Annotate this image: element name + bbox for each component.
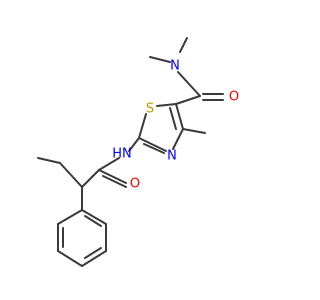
- bond-ch2-ch3: [37, 157, 61, 164]
- bond-n-carbonyl: [177, 71, 201, 97]
- bond-c4-methyl: [182, 128, 206, 134]
- phenyl-bond-4: [57, 250, 83, 267]
- bond-ch-ch2: [59, 162, 83, 188]
- atom-n-dimethyl: N: [170, 59, 180, 74]
- bond-carbonyl-o-left-2: [102, 175, 127, 188]
- bond-c5-s: [156, 103, 177, 107]
- atom-s-ring: S: [146, 102, 154, 117]
- atom-nh-linker: HN: [112, 147, 132, 162]
- phenyl-bond-6: [57, 209, 83, 225]
- bonds: [37, 37, 224, 267]
- atom-o-right: O: [229, 90, 239, 105]
- bond-n-c4: [172, 128, 184, 150]
- atom-n-ring: N: [167, 149, 177, 164]
- bond-nh-carbonyl: [98, 157, 120, 171]
- bond-carbonyl-c5: [175, 95, 201, 105]
- bond-c5-c4-double: [169, 107, 177, 130]
- bond-c2-n: [138, 137, 167, 152]
- bond-methyl1-n: [149, 56, 171, 63]
- phenyl-double-2: [84, 247, 102, 259]
- bond-c2-nh: [128, 137, 140, 152]
- bond-c2-n-double: [143, 143, 165, 154]
- phenyl-bond-1: [81, 209, 107, 225]
- atom-labels: N O S N HN O: [112, 59, 239, 192]
- atom-o-left: O: [130, 177, 140, 192]
- phenyl-double-1: [84, 215, 102, 227]
- phenyl-bond-3: [81, 250, 107, 267]
- bond-carbonyl-ch: [81, 169, 100, 188]
- bond-c5-c4: [175, 103, 184, 130]
- molecule-structure: N O S N HN O: [37, 37, 239, 267]
- bond-n-methyl2: [179, 37, 188, 53]
- bond-s-c2: [138, 113, 147, 139]
- bond-carbonyl-o-left: [98, 169, 127, 184]
